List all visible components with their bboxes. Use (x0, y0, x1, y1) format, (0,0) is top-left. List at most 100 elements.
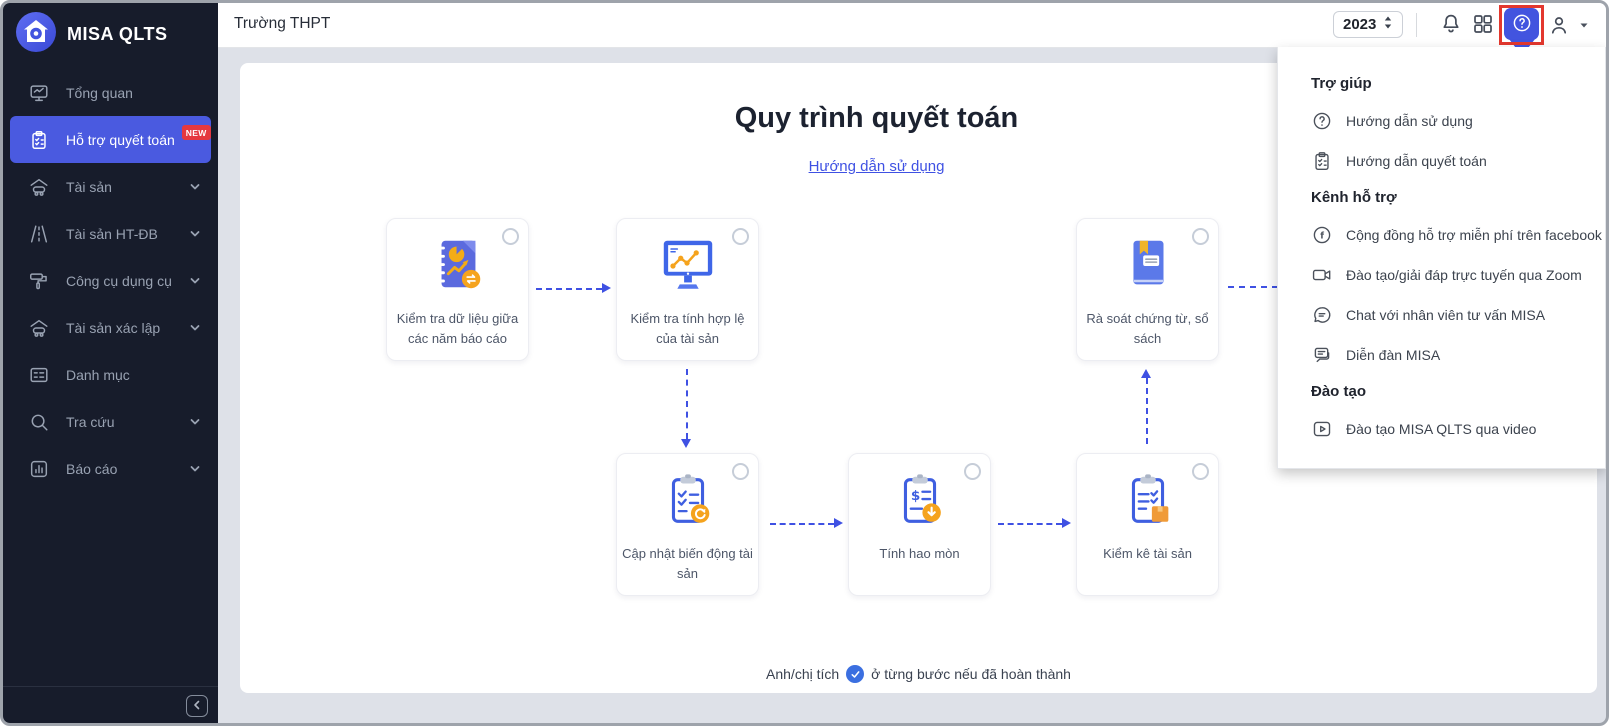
note-prefix: Anh/chị tích (766, 666, 840, 682)
step-checkbox[interactable] (732, 228, 749, 245)
chevron-down-icon (188, 180, 202, 197)
help-button[interactable] (1504, 8, 1539, 40)
monitor-chart-icon (657, 234, 719, 301)
help-item-label: Hướng dẫn quyết toán (1346, 153, 1487, 169)
clipboard-box-icon (1117, 469, 1179, 536)
topbar: Trường THPT 2023 (218, 3, 1606, 56)
organization-title: Trường THPT (234, 15, 331, 32)
step-checkbox[interactable] (1192, 228, 1209, 245)
sidebar-item-tong-quan[interactable]: Tổng quan (3, 69, 218, 116)
help-item-chat[interactable]: Chat với nhân viên tư vấn MISA (1311, 295, 1605, 335)
help-item-label: Hướng dẫn sử dụng (1346, 113, 1473, 129)
flow-arrow-down (681, 369, 691, 448)
sidebar-item-label: Báo cáo (66, 460, 118, 477)
step-checkbox[interactable] (964, 463, 981, 480)
help-dropdown: Trợ giúp Hướng dẫn sử dụng Hướng dẫn quy… (1277, 47, 1606, 469)
user-icon (1547, 13, 1571, 40)
sidebar-item-label: Tài sản (66, 178, 112, 195)
sidebar-item-danh-muc[interactable]: Danh mục (3, 351, 218, 398)
sidebar-item-tai-san-ht-db[interactable]: Tài sản HT-ĐB (3, 210, 218, 257)
flow-step-kiem-ke-tai-san[interactable]: Kiểm kê tài sản (1076, 453, 1219, 596)
flow-step-kiem-tra-du-lieu[interactable]: Kiểm tra dữ liệu giữa các năm báo cáo (386, 218, 529, 361)
help-item-huong-dan-quyet-toan[interactable]: Hướng dẫn quyết toán (1311, 141, 1605, 181)
step-checkbox[interactable] (732, 463, 749, 480)
flow-step-kiem-tra-hop-le[interactable]: Kiểm tra tính hợp lệ của tài sản (616, 218, 759, 361)
bar-chart-icon (28, 458, 50, 480)
app-name: MISA QLTS (67, 24, 168, 44)
report-book-icon (427, 234, 489, 301)
book-icon (1117, 234, 1179, 301)
forum-icon (1311, 344, 1333, 366)
sidebar-item-label: Tài sản HT-ĐB (66, 225, 158, 242)
note-suffix: ở từng bước nếu đã hoàn thành (871, 666, 1071, 682)
sidebar-item-ho-tro-quyet-toan[interactable]: Hỗ trợ quyết toán NEW (10, 116, 211, 163)
usage-guide-link[interactable]: Hướng dẫn sử dụng (808, 158, 945, 175)
sidebar-item-label: Hỗ trợ quyết toán (66, 131, 175, 148)
flow-step-tinh-hao-mon[interactable]: $ Tính hao mòn (848, 453, 991, 596)
fiscal-year-select[interactable]: 2023 (1333, 11, 1403, 38)
flow-arrow-up (1141, 369, 1151, 444)
sidebar-collapse-button[interactable] (186, 695, 208, 717)
svg-text:f: f (1320, 231, 1324, 241)
completion-note: Anh/chị tích ở từng bước nếu đã hoàn thà… (240, 665, 1597, 683)
user-menu-button[interactable] (1547, 13, 1590, 40)
caret-down-icon (1578, 19, 1590, 34)
help-item-label: Đào tạo/giải đáp trực tuyến qua Zoom (1346, 267, 1582, 283)
bell-icon (1439, 12, 1463, 39)
chat-bubble-icon (1311, 304, 1333, 326)
help-item-zoom[interactable]: Đào tạo/giải đáp trực tuyến qua Zoom (1311, 255, 1605, 295)
sidebar-item-tra-cuu[interactable]: Tra cứu (3, 398, 218, 445)
sidebar-item-cong-cu-dung-cu[interactable]: Công cụ dụng cụ (3, 257, 218, 304)
help-item-label: Cộng đồng hỗ trợ miễn phí trên facebook (1346, 227, 1602, 243)
help-item-dao-tao-video[interactable]: Đào tạo MISA QLTS qua video (1311, 409, 1605, 449)
sidebar-item-tai-san[interactable]: Tài sản (3, 163, 218, 210)
clipboard-check-icon (1311, 150, 1333, 172)
step-label: Tính hao mòn (879, 546, 960, 561)
flow-step-ra-soat-chung-tu[interactable]: Rà soát chứng từ, sổ sách (1076, 218, 1219, 361)
facebook-icon: f (1311, 224, 1333, 246)
fiscal-year-value: 2023 (1343, 16, 1377, 33)
flow-step-cap-nhat-bien-dong[interactable]: Cập nhật biến động tài sản (616, 453, 759, 596)
step-checkbox[interactable] (502, 228, 519, 245)
flow-arrow-right (998, 518, 1071, 528)
help-item-huong-dan-su-dung[interactable]: Hướng dẫn sử dụng (1311, 101, 1605, 141)
chevron-left-icon (191, 699, 203, 714)
flow-arrow-right (536, 283, 611, 293)
help-item-label: Đào tạo MISA QLTS qua video (1346, 421, 1537, 437)
video-play-icon (1311, 418, 1333, 440)
flow-arrow-right (1228, 286, 1278, 288)
app-grid-button[interactable] (1471, 13, 1495, 37)
chevron-down-icon (188, 274, 202, 291)
question-circle-icon (1311, 110, 1333, 132)
asset-icon (28, 176, 50, 198)
step-checkbox[interactable] (1192, 463, 1209, 480)
step-label: Kiểm tra dữ liệu giữa các năm báo cáo (396, 311, 519, 346)
topbar-divider (1416, 13, 1417, 37)
sidebar-divider (3, 686, 218, 687)
misa-logo-icon (16, 12, 56, 57)
sidebar-item-tai-san-xac-lap[interactable]: Tài sản xác lập (3, 304, 218, 351)
dashboard-icon (28, 82, 50, 104)
page-title: Quy trình quyết toán (734, 102, 1019, 134)
sidebar-menu: Tổng quan Hỗ trợ quyết toán NEW Tài sản … (3, 69, 218, 492)
help-item-label: Diễn đàn MISA (1346, 347, 1441, 363)
sidebar-item-label: Công cụ dụng cụ (66, 272, 172, 289)
check-circle-icon (846, 665, 865, 683)
new-badge: NEW (181, 125, 211, 140)
sidebar-item-bao-cao[interactable]: Báo cáo (3, 445, 218, 492)
notification-bell-button[interactable] (1439, 13, 1463, 37)
chevron-down-icon (188, 227, 202, 244)
chevron-down-icon (188, 415, 202, 432)
question-circle-icon (1511, 12, 1533, 37)
sidebar-item-label: Tài sản xác lập (66, 319, 161, 336)
help-item-facebook[interactable]: f Cộng đồng hỗ trợ miễn phí trên faceboo… (1311, 215, 1605, 255)
app-logo[interactable]: MISA QLTS (16, 12, 168, 57)
sidebar: MISA QLTS Tổng quan Hỗ trợ quyết toán NE… (3, 3, 218, 723)
help-item-dien-dan[interactable]: Diễn đàn MISA (1311, 335, 1605, 375)
step-label: Rà soát chứng từ, sổ sách (1086, 311, 1209, 346)
clipboard-refresh-icon (657, 469, 719, 536)
category-icon (28, 364, 50, 386)
chevron-down-icon (188, 462, 202, 479)
step-label: Kiểm tra tính hợp lệ của tài sản (630, 311, 745, 346)
